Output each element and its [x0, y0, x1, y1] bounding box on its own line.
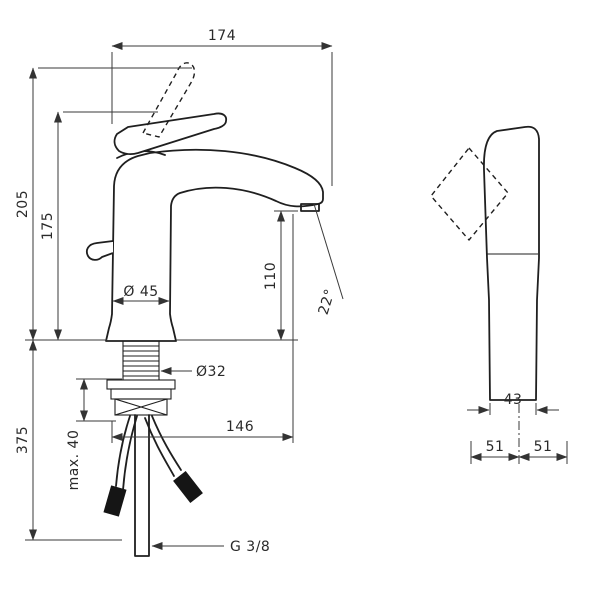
supply-hoses: [103, 415, 203, 517]
hose-fitting-right: [173, 471, 203, 503]
hose-fitting-left: [103, 485, 127, 517]
dim-spout-angle-label: 22°: [316, 287, 339, 317]
lever-rest-position: [113, 112, 228, 155]
popup-rod-lever: [85, 240, 114, 261]
dim-handle-height-label: 175: [40, 212, 56, 240]
faucet-side-view: [430, 125, 540, 401]
dim-total-width-label: 174: [208, 28, 236, 44]
side-silhouette: [483, 125, 540, 401]
mounting-nut-stack: [106, 379, 176, 416]
dim-body-depth-label: 43: [504, 392, 523, 408]
dim-max-deck-label: max. 40: [66, 430, 82, 491]
extension-lines-front: [25, 52, 333, 541]
dim-thread-label: G 3/8: [230, 539, 270, 555]
dim-depth-front-label: 51: [534, 439, 553, 455]
dim-base-diameter-label: Ø 45: [123, 284, 158, 300]
dim-below-deck-label: 375: [15, 426, 31, 454]
front-view-dimensions: 174 205 175 110 Ø 45 Ø32 375 max. 40 146…: [15, 28, 344, 555]
dim-depth-back-label: 51: [486, 439, 505, 455]
spout-angle-line: [313, 203, 344, 300]
faucet-body-outline: [105, 148, 324, 342]
lever-raised-position: [142, 62, 196, 138]
dim-spout-reach-label: 146: [226, 419, 254, 435]
handle-swing-envelope: [430, 147, 509, 241]
dim-total-height-label: 205: [15, 190, 31, 218]
extension-lines-side: [470, 403, 568, 464]
faucet-front-view: [85, 62, 324, 557]
dim-shank-diameter-label: Ø32: [196, 364, 226, 380]
side-view-dimensions: 43 51 51: [467, 392, 568, 464]
dim-spout-height-label: 110: [263, 262, 279, 290]
spout-outlet: [300, 203, 320, 212]
supply-pipe: [134, 414, 150, 557]
threaded-shank: [122, 341, 160, 381]
